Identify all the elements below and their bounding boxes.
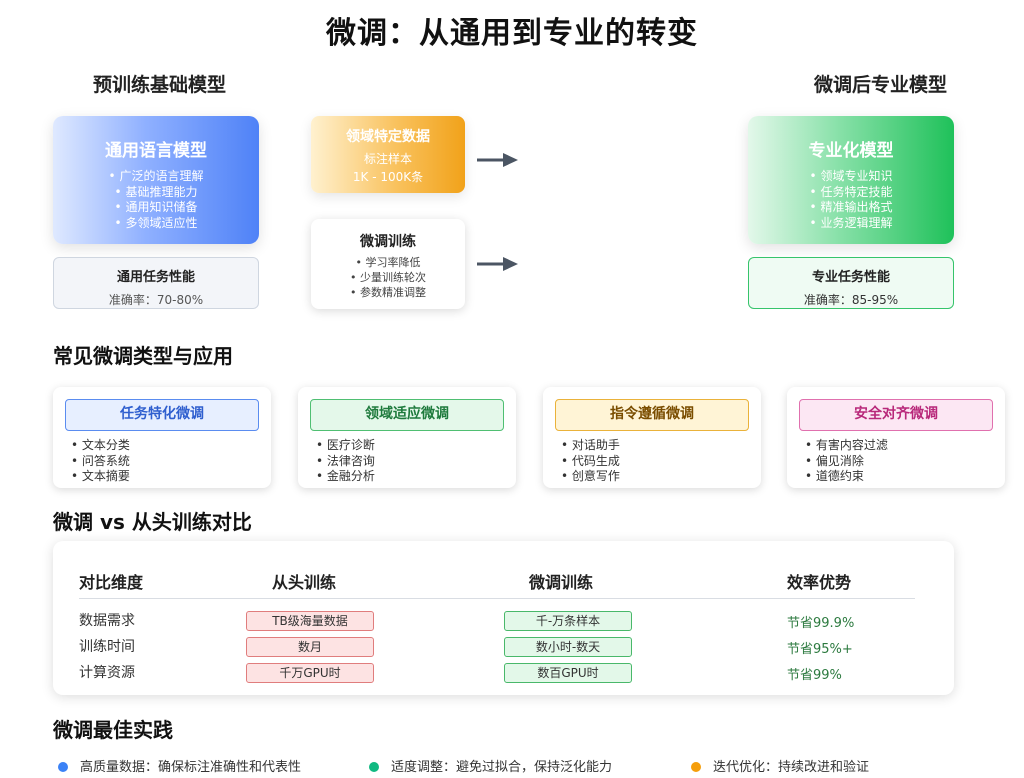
- type-card-task: 任务特化微调 文本分类 问答系统 文本摘要: [53, 387, 271, 488]
- blue-dot-icon: [58, 762, 68, 772]
- domain-data-line1: 标注样本: [363, 152, 412, 166]
- best-practice-item: 高质量数据：确保标注准确性和代表性: [58, 756, 301, 775]
- type-card-item: 问答系统: [71, 454, 130, 470]
- compare-row-dimension: 数据需求: [79, 613, 135, 629]
- finetune-training-item: 少量训练轮次: [311, 270, 465, 285]
- compare-row-finetune: 数小时-数天: [504, 637, 632, 657]
- compare-row-scratch: 千万GPU时: [246, 663, 374, 683]
- domain-data-card: 领域特定数据 标注样本 1K - 100K条: [311, 116, 465, 193]
- compare-row-dimension: 训练时间: [79, 639, 135, 655]
- type-card-instruction: 指令遵循微调 对话助手 代码生成 创意写作: [543, 387, 761, 488]
- finetune-training-title: 微调训练: [360, 234, 416, 250]
- compare-header-finetune: 微调训练: [529, 573, 594, 592]
- general-performance-title: 通用任务性能: [116, 270, 195, 285]
- comparison-table: 对比维度 从头训练 微调训练 效率优势 数据需求 TB级海量数据 千-万条样本 …: [53, 541, 954, 695]
- type-card-item: 对话助手: [561, 438, 620, 454]
- pretrained-heading: 预训练基础模型: [93, 74, 227, 96]
- type-card-title: 任务特化微调: [65, 399, 259, 431]
- type-card-item: 医疗诊断: [316, 438, 375, 454]
- types-section-title: 常见微调类型与应用: [53, 344, 233, 368]
- best-practice-text: 高质量数据：确保标注准确性和代表性: [80, 760, 302, 775]
- general-model-card: 通用语言模型 广泛的语言理解 基础推理能力 通用知识储备 多领域适应性: [53, 116, 259, 244]
- best-section-title: 微调最佳实践: [53, 718, 173, 742]
- general-model-item: 广泛的语言理解: [53, 169, 259, 185]
- arrow-right-icon: [477, 257, 518, 271]
- finetune-training-card: 微调训练 学习率降低 少量训练轮次 参数精准调整: [311, 219, 465, 309]
- type-card-item: 金融分析: [316, 469, 375, 485]
- specialized-performance-accuracy: 准确率：85-95%: [803, 293, 899, 307]
- type-card-item: 法律咨询: [316, 454, 375, 470]
- compare-row-dimension: 计算资源: [79, 665, 135, 681]
- specialized-model-title: 专业化模型: [808, 141, 894, 161]
- type-card-domain: 领域适应微调 医疗诊断 法律咨询 金融分析: [298, 387, 516, 488]
- compare-header-advantage: 效率优势: [787, 573, 852, 592]
- type-card-title: 安全对齐微调: [799, 399, 993, 431]
- general-performance-box: 通用任务性能 准确率：70-80%: [53, 257, 259, 309]
- best-practice-text: 适度调整：避免过拟合，保持泛化能力: [391, 760, 613, 775]
- general-model-item: 通用知识储备: [53, 200, 259, 216]
- finetune-training-item: 学习率降低: [311, 255, 465, 270]
- compare-row-finetune: 数百GPU时: [504, 663, 632, 683]
- type-card-safety: 安全对齐微调 有害内容过滤 偏见消除 道德约束: [787, 387, 1005, 488]
- type-card-item: 偏见消除: [805, 454, 888, 470]
- best-practice-text: 迭代优化：持续改进和验证: [713, 760, 870, 775]
- compare-header-scratch: 从头训练: [272, 573, 337, 592]
- compare-header-dimension: 对比维度: [79, 573, 144, 592]
- general-model-item: 多领域适应性: [53, 216, 259, 232]
- general-model-item: 基础推理能力: [53, 185, 259, 201]
- specialized-model-item: 领域专业知识: [748, 169, 954, 185]
- specialized-performance-box: 专业任务性能 准确率：85-95%: [748, 257, 954, 309]
- type-card-item: 道德约束: [805, 469, 888, 485]
- general-performance-accuracy: 准确率：70-80%: [108, 293, 204, 307]
- type-card-title: 指令遵循微调: [555, 399, 749, 431]
- type-card-item: 代码生成: [561, 454, 620, 470]
- type-card-item: 文本分类: [71, 438, 130, 454]
- compare-row-scratch: TB级海量数据: [246, 611, 374, 631]
- specialized-model-card: 专业化模型 领域专业知识 任务特定技能 精准输出格式 业务逻辑理解: [748, 116, 954, 244]
- orange-dot-icon: [691, 762, 701, 772]
- compare-row-advantage: 节省95%+: [787, 642, 853, 657]
- compare-section-title: 微调 vs 从头训练对比: [53, 510, 252, 534]
- green-dot-icon: [369, 762, 379, 772]
- domain-data-title: 领域特定数据: [346, 129, 430, 145]
- specialized-model-item: 精准输出格式: [748, 200, 954, 216]
- compare-header-divider: [79, 598, 915, 599]
- best-practice-item: 迭代优化：持续改进和验证: [691, 756, 869, 775]
- arrow-right-icon: [477, 153, 518, 167]
- type-card-item: 创意写作: [561, 469, 620, 485]
- compare-row-advantage: 节省99.9%: [787, 616, 855, 631]
- specialized-performance-title: 专业任务性能: [811, 270, 890, 285]
- compare-row-finetune: 千-万条样本: [504, 611, 632, 631]
- type-card-item: 文本摘要: [71, 469, 130, 485]
- specialized-model-item: 业务逻辑理解: [748, 216, 954, 232]
- domain-data-line2: 1K - 100K条: [352, 170, 424, 184]
- type-card-item: 有害内容过滤: [805, 438, 888, 454]
- general-model-title: 通用语言模型: [105, 141, 207, 161]
- compare-row-scratch: 数月: [246, 637, 374, 657]
- specialized-model-item: 任务特定技能: [748, 185, 954, 201]
- type-card-title: 领域适应微调: [310, 399, 504, 431]
- best-practice-item: 适度调整：避免过拟合，保持泛化能力: [369, 756, 612, 775]
- compare-row-advantage: 节省99%: [787, 668, 842, 683]
- finetuned-heading: 微调后专业模型: [814, 74, 948, 96]
- page-title: 微调：从通用到专业的转变: [326, 16, 698, 51]
- finetune-training-item: 参数精准调整: [311, 285, 465, 300]
